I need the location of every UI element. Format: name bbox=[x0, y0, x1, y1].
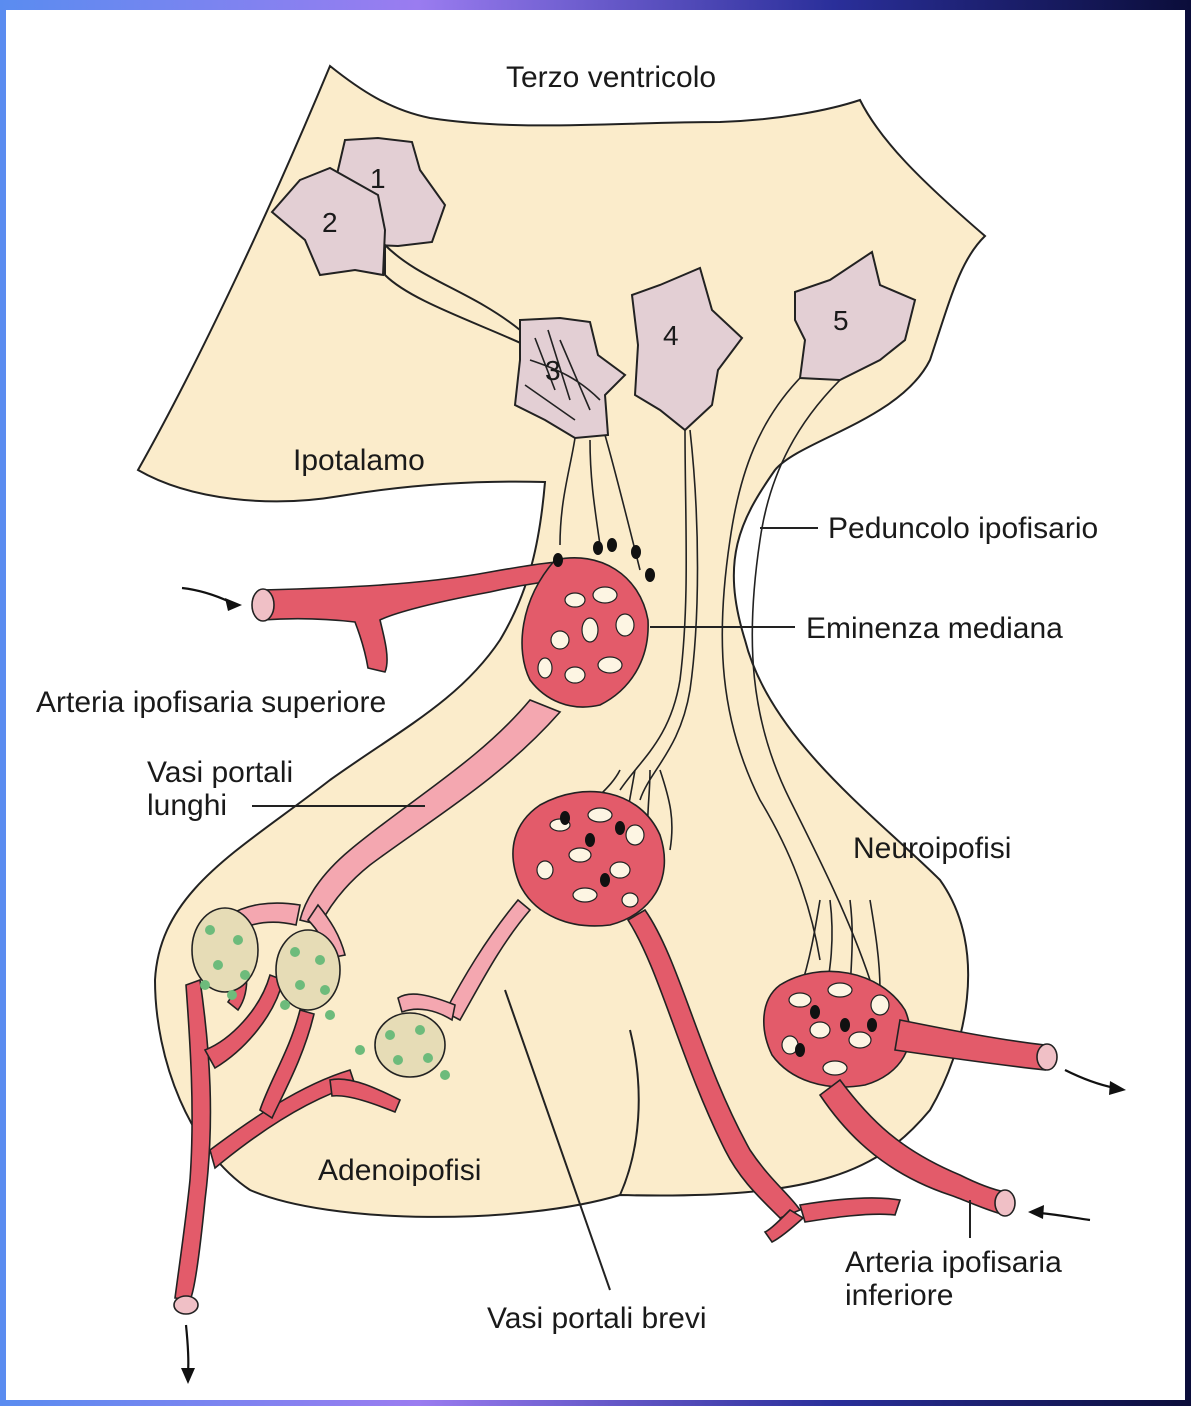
diagram-canvas: 1 2 3 4 5 bbox=[6, 10, 1185, 1400]
label-third-ventricle: Terzo ventricolo bbox=[506, 61, 716, 94]
neuron-3-number: 3 bbox=[545, 355, 561, 386]
label-adenohypophysis: Adenoipofisi bbox=[318, 1154, 481, 1187]
label-pituitary-stalk: Peduncolo ipofisario bbox=[828, 512, 1098, 545]
lower-infundibular-plexus bbox=[513, 792, 664, 926]
label-inferior-artery-1: Arteria ipofisaria bbox=[845, 1246, 1062, 1279]
outgoing-vein-opening bbox=[1037, 1044, 1057, 1070]
label-long-portal-2: lunghi bbox=[147, 789, 227, 822]
arrow-in-superior bbox=[182, 588, 230, 602]
label-median-eminence: Eminenza mediana bbox=[806, 612, 1063, 645]
neuron-4-number: 4 bbox=[663, 320, 679, 351]
neuron-5-number: 5 bbox=[833, 305, 849, 336]
neuron-1-number: 1 bbox=[370, 163, 386, 194]
label-hypothalamus: Ipotalamo bbox=[293, 444, 425, 477]
label-long-portal-1: Vasi portali bbox=[147, 756, 293, 789]
label-neurohypophysis: Neuroipofisi bbox=[853, 832, 1011, 865]
label-superior-artery: Arteria ipofisaria superiore bbox=[36, 686, 386, 719]
arrow-out-bottom bbox=[186, 1325, 188, 1372]
superior-artery-opening bbox=[252, 589, 274, 621]
inferior-artery-opening bbox=[995, 1190, 1015, 1216]
neuron-2-number: 2 bbox=[322, 207, 338, 238]
adeno-vein-opening bbox=[174, 1296, 198, 1314]
label-short-portal: Vasi portali brevi bbox=[487, 1302, 707, 1335]
arrow-in-inferior bbox=[1040, 1213, 1090, 1220]
arrow-out-right bbox=[1065, 1070, 1115, 1088]
pituitary-diagram: 1 2 3 4 5 bbox=[6, 10, 1185, 1400]
label-inferior-artery-2: inferiore bbox=[845, 1279, 953, 1312]
